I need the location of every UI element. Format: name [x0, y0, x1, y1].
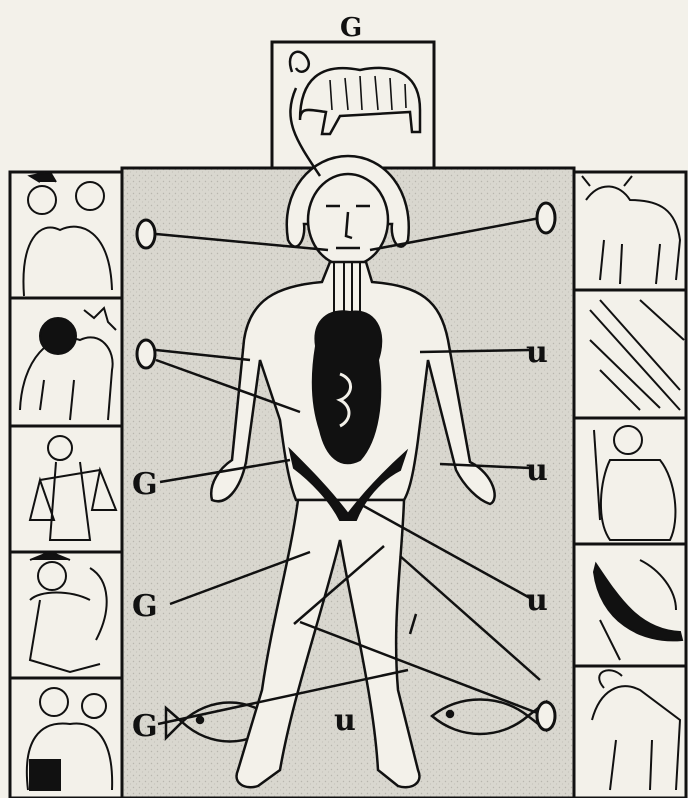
right-marker-2: u	[526, 453, 548, 488]
left-oval-2	[137, 340, 155, 368]
top-marker: G	[340, 13, 362, 43]
left-marker-3: G	[132, 589, 158, 624]
left-oval-1	[137, 220, 155, 248]
right-oval-2	[537, 702, 555, 730]
left-marker-4: G	[132, 709, 158, 744]
right-zodiac-column	[574, 172, 686, 798]
bottom-center-marker: u	[334, 703, 356, 738]
right-marker-1: u	[526, 335, 548, 370]
left-marker-2: G	[132, 467, 158, 502]
right-oval-1	[537, 203, 555, 233]
right-marker-3: u	[526, 583, 548, 618]
